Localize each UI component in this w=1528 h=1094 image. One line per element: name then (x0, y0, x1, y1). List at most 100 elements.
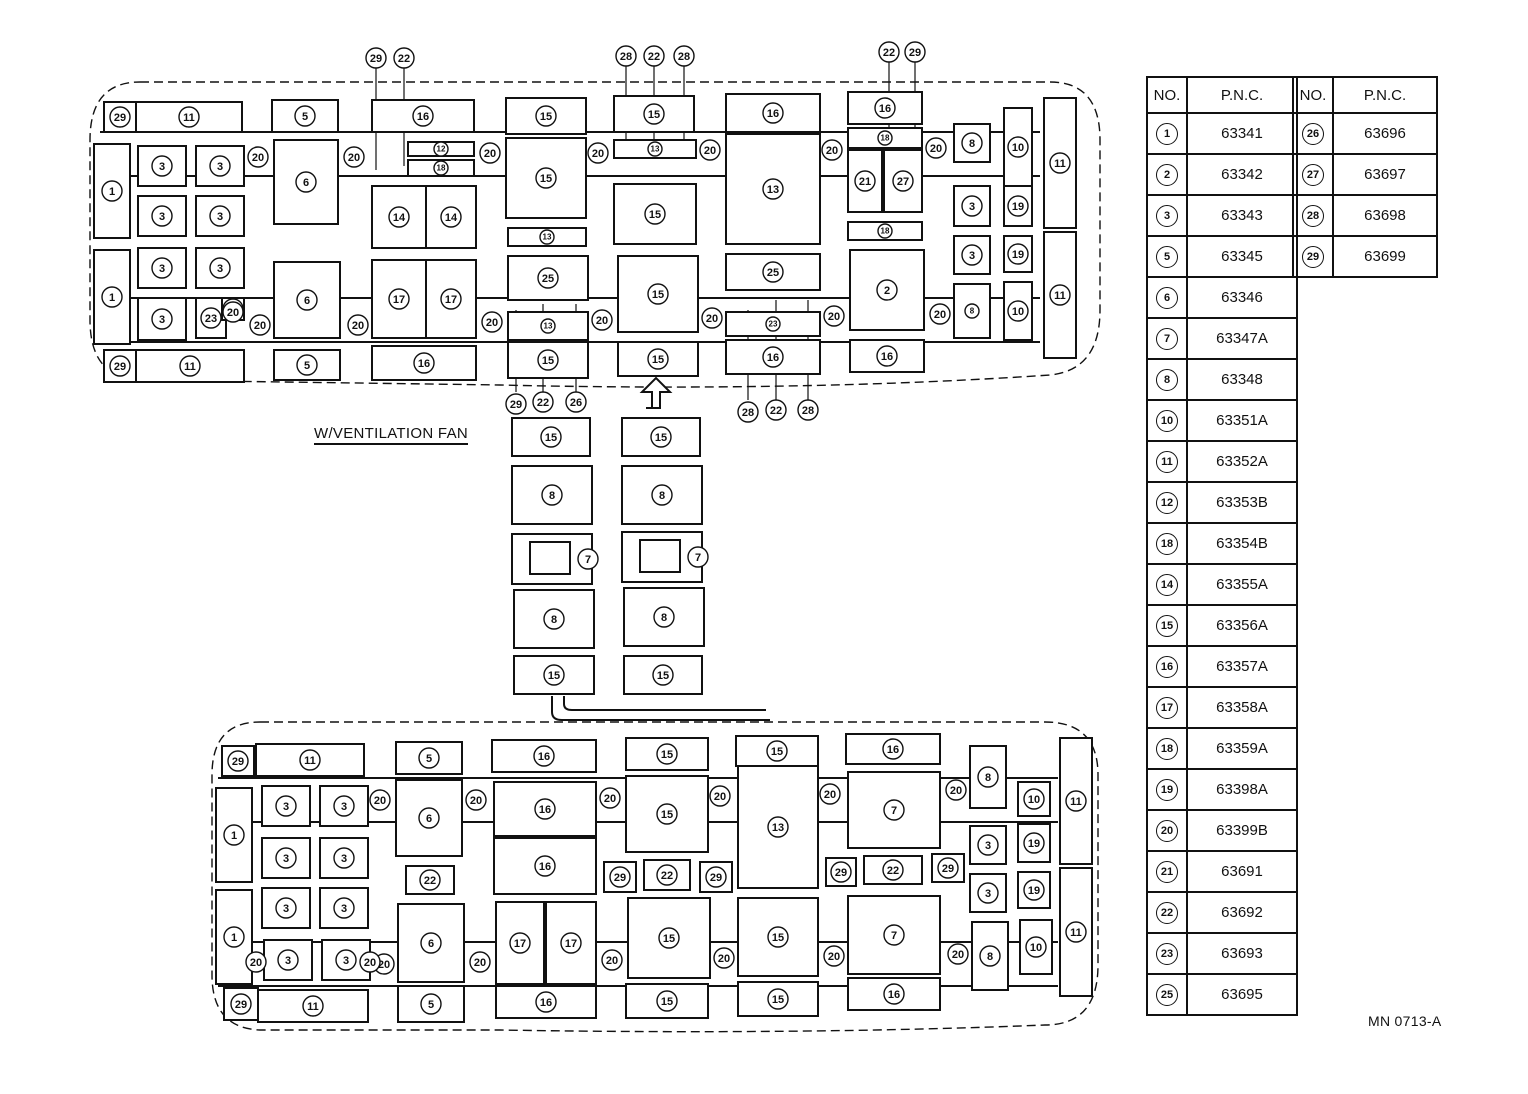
panel-number: 3 (209, 205, 231, 227)
part-number-cell: 18 (1146, 727, 1188, 770)
blower-unit (639, 539, 681, 573)
number-label: 29 (614, 872, 626, 884)
number-label: 20 (484, 148, 496, 160)
part-number: 11 (1156, 450, 1178, 473)
number-label: 12 (437, 145, 446, 154)
panel-number: 15 (656, 743, 678, 765)
panel-number: 16 (413, 352, 435, 374)
panel-number: 11 (179, 355, 201, 377)
panel-number: 17 (388, 288, 410, 310)
panel-number: 10 (1007, 300, 1029, 322)
number-label: 3 (341, 801, 347, 813)
part-number: 16 (1156, 655, 1178, 678)
panel-number: 18 (433, 160, 449, 176)
panel-number: 6 (295, 171, 317, 193)
panel-number: 29 (937, 857, 959, 879)
panel-number: 6 (420, 932, 442, 954)
part-number-cell: 17 (1146, 686, 1188, 729)
part-number: 3 (1156, 204, 1178, 227)
panel-number: 16 (535, 991, 557, 1013)
number-label: 8 (661, 612, 667, 624)
part-number-cell: 26 (1292, 112, 1334, 155)
panel-number: 5 (294, 105, 316, 127)
part-number: 25 (1156, 983, 1178, 1006)
panel-number: 14 (388, 206, 410, 228)
number-label: 22 (887, 865, 899, 877)
bottom-roof-outline (211, 721, 1099, 1033)
panel-number: 16 (412, 105, 434, 127)
top-roof-panel (725, 93, 821, 133)
number-label: 18 (437, 164, 446, 173)
number-label: 15 (548, 670, 560, 682)
top-roof-panel (273, 139, 339, 225)
number-label: 26 (570, 397, 582, 409)
top-roof-outline (89, 81, 1101, 388)
panel-number: 22 (419, 869, 441, 891)
number-label: 20 (934, 309, 946, 321)
panel-number: 3 (335, 949, 357, 971)
number-label: 13 (544, 322, 553, 331)
number-label: 25 (542, 273, 554, 285)
part-number-cell: 15 (1146, 604, 1188, 647)
pnc-code: 63695 (1186, 973, 1298, 1016)
panel-number: 7 (577, 548, 599, 570)
part-number-cell: 14 (1146, 563, 1188, 606)
number-label: 16 (767, 108, 779, 120)
joint-label: 20 (823, 945, 845, 967)
number-label: 17 (565, 938, 577, 950)
panel-number: 25 (537, 267, 559, 289)
part-number-cell: 5 (1146, 235, 1188, 278)
panel-number: 3 (333, 847, 355, 869)
panel-number: 11 (1049, 152, 1071, 174)
number-label: 20 (604, 793, 616, 805)
panel-number: 2 (876, 279, 898, 301)
panel-number: 22 (882, 859, 904, 881)
part-number-cell: 10 (1146, 399, 1188, 442)
joint-label: 20 (591, 309, 613, 331)
panel-number: 3 (151, 205, 173, 227)
callout-label: 22 (643, 45, 665, 67)
number-label: 20 (718, 953, 730, 965)
part-number: 12 (1156, 491, 1178, 514)
number-label: 11 (183, 112, 195, 124)
joint-label: 20 (699, 139, 721, 161)
top-roof-panel (507, 341, 589, 379)
number-label: 6 (426, 813, 432, 825)
number-label: 15 (540, 111, 552, 123)
number-label: 16 (879, 103, 891, 115)
panel-number: 8 (543, 608, 565, 630)
number-label: 20 (250, 957, 262, 969)
part-number: 2 (1156, 163, 1178, 186)
number-label: 11 (184, 361, 196, 373)
joint-label: 20 (821, 139, 843, 161)
number-label: 15 (772, 932, 784, 944)
number-label: 15 (542, 355, 554, 367)
top-roof-panel (371, 345, 477, 381)
panel-number: 16 (883, 983, 905, 1005)
joint-label: 20 (469, 951, 491, 973)
panel-number: 15 (766, 740, 788, 762)
number-label: 22 (648, 51, 660, 63)
number-label: 16 (767, 352, 779, 364)
panel-number: 1 (223, 926, 245, 948)
number-label: 20 (828, 311, 840, 323)
number-label: 29 (235, 999, 247, 1011)
number-label: 5 (428, 999, 434, 1011)
number-label: 16 (539, 861, 551, 873)
number-label: 8 (549, 490, 555, 502)
number-label: 3 (969, 250, 975, 262)
panel-number: 8 (653, 606, 675, 628)
number-label: 3 (285, 955, 291, 967)
callout-label: 26 (565, 391, 587, 413)
panel-number: 3 (151, 155, 173, 177)
number-label: 7 (891, 805, 897, 817)
panel-number: 3 (209, 257, 231, 279)
joint-label: 20 (947, 943, 969, 965)
pnc-code: 63355A (1186, 563, 1298, 606)
pnc-code: 63356A (1186, 604, 1298, 647)
